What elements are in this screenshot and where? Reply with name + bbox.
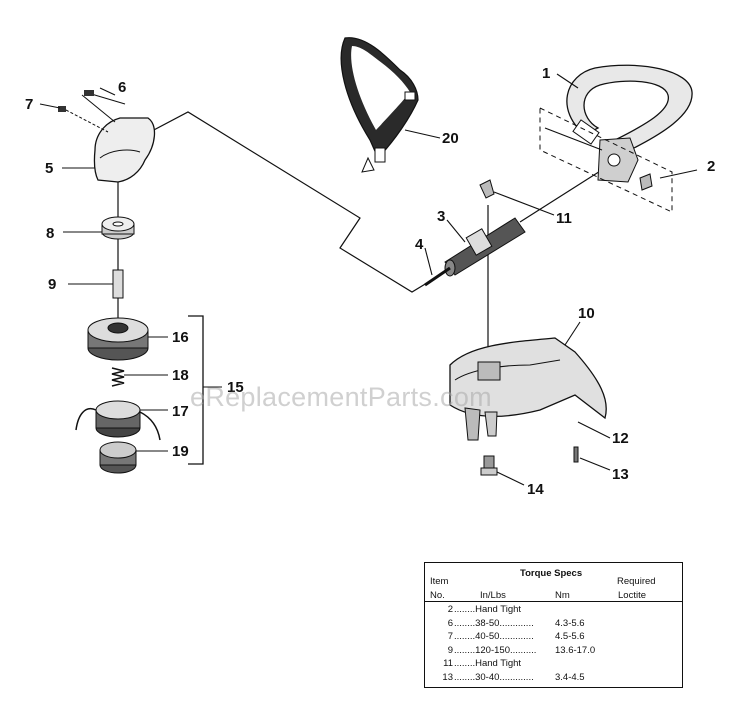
- callout-19: 19: [172, 443, 189, 460]
- row-inlbs: ........40-50.............: [454, 631, 534, 642]
- callout-2: 2: [707, 158, 715, 175]
- callout-13: 13: [612, 466, 629, 483]
- table-row: 2 ........Hand Tight: [425, 603, 682, 617]
- callout-20: 20: [442, 130, 459, 147]
- header-loctite: Loctite: [618, 590, 646, 601]
- callout-9: 9: [48, 276, 56, 293]
- torque-specs-table: Torque Specs Item No. In/Lbs Nm Required…: [424, 562, 683, 688]
- row-inlbs: ........38-50.............: [454, 617, 534, 629]
- bump-knob: [99, 441, 137, 474]
- drive-shaft-pin: [424, 266, 451, 287]
- bolt-14: [480, 455, 498, 476]
- callout-5: 5: [45, 160, 53, 177]
- shaft-tube: [444, 179, 526, 277]
- callout-18: 18: [172, 367, 189, 384]
- row-item: 2: [447, 604, 453, 615]
- spring: [111, 367, 125, 387]
- header-no: No.: [430, 590, 445, 601]
- row-nm: 3.4-4.5: [555, 671, 585, 683]
- row-item: 13: [442, 671, 453, 683]
- callout-4: 4: [415, 236, 424, 253]
- tube-to-handle-line: [519, 167, 606, 223]
- item-2-dashed-box: [539, 107, 673, 213]
- header-inlbs: In/Lbs: [480, 590, 506, 601]
- torque-table-header: Torque Specs Item No. In/Lbs Nm Required…: [425, 563, 682, 602]
- header-item: Item: [430, 576, 449, 587]
- callout-10: 10: [578, 305, 595, 322]
- row-inlbs: ........Hand Tight: [454, 658, 522, 669]
- callout-12: 12: [612, 430, 629, 447]
- shaft-connection-line: [149, 111, 446, 293]
- callout-1: 1: [542, 65, 550, 82]
- callout-6: 6: [118, 79, 126, 96]
- arbor-bolt: [112, 269, 124, 299]
- washer: [101, 216, 135, 240]
- watermark: eReplacementParts.com: [190, 382, 492, 412]
- table-row: 7 ........40-50............. 4.5-5.6: [425, 630, 682, 644]
- row-inlbs: ........120-150..........: [454, 644, 537, 656]
- row-item: 7: [447, 631, 453, 642]
- callout-7: 7: [25, 96, 33, 113]
- row-item: 6: [447, 617, 453, 629]
- row-nm: 4.5-5.6: [555, 631, 585, 642]
- callout-15: 15: [227, 379, 244, 396]
- torque-table-rows: 2 ........Hand Tight 6 ........38-50....…: [425, 603, 682, 684]
- spool-housing: [87, 317, 149, 361]
- table-row: 9 ........120-150.......... 13.6-17.0: [425, 644, 682, 658]
- shoulder-strap: [340, 37, 419, 173]
- table-row: 11 ........Hand Tight: [425, 657, 682, 671]
- callout-11: 11: [556, 210, 572, 227]
- table-row: 6 ........38-50............. 4.3-5.6: [425, 617, 682, 631]
- row-item: 9: [447, 644, 453, 656]
- row-nm: 13.6-17.0: [555, 644, 596, 656]
- item-15-bracket: [188, 315, 204, 465]
- torque-table-title: Torque Specs: [520, 568, 583, 579]
- table-row: 13 ........30-40............. 3.4-4.5: [425, 671, 682, 685]
- row-inlbs: ........Hand Tight: [454, 604, 522, 615]
- line-spool: [75, 400, 161, 441]
- header-nm: Nm: [555, 590, 570, 601]
- screw-13: [573, 446, 579, 463]
- callout-17: 17: [172, 403, 189, 420]
- callout-8: 8: [46, 225, 54, 242]
- loop-handle: [544, 64, 693, 191]
- callout-14: 14: [527, 481, 544, 498]
- gear-head-housing: [58, 90, 156, 183]
- row-nm: 4.3-5.6: [555, 617, 585, 629]
- row-inlbs: ........30-40.............: [454, 671, 534, 683]
- callout-3: 3: [437, 208, 445, 225]
- callout-16: 16: [172, 329, 189, 346]
- line-guard: [449, 337, 607, 441]
- row-item: 11: [443, 658, 453, 669]
- header-required: Required: [617, 576, 656, 587]
